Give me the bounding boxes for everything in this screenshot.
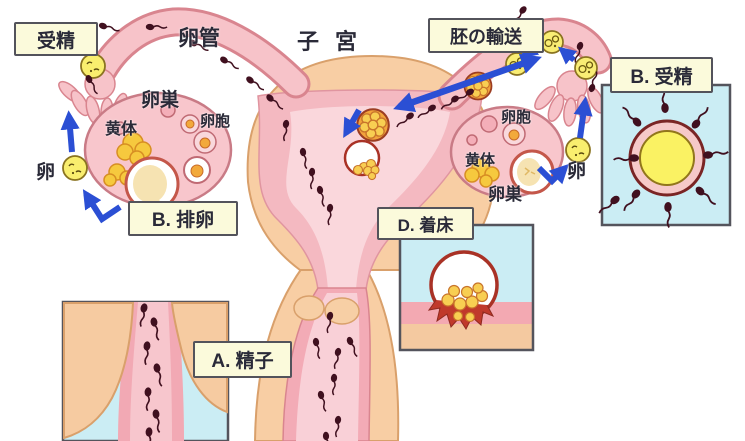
label-box-embryo-transport: 胚の輸送 [428, 18, 544, 53]
follicles-left [180, 114, 217, 184]
ovary-right [449, 105, 565, 199]
label-box-fertilization-b: B. 受精 [610, 57, 713, 93]
label-uterus: 子宮 [297, 29, 374, 54]
label-box-sperm-a: A. 精子 [193, 341, 292, 378]
fallopian-tube-left [58, 7, 311, 127]
label-corpus-luteum-right: 黄体 [465, 152, 496, 169]
egg-at-left-fimbriae [80, 53, 106, 79]
follicle-right-shape [502, 122, 526, 146]
morula-entering-uterus [356, 108, 390, 142]
label-follicle-right: 卵胞 [501, 109, 532, 126]
inset-fertilization [595, 83, 732, 229]
arrow-ovulation-left [82, 189, 122, 224]
label-ovary-left: 卵巣 [141, 90, 180, 111]
label-oviduct: 卵管 [178, 27, 220, 50]
arrow-embryo-transport [393, 53, 542, 113]
arrow-ovulation-right [536, 163, 570, 186]
mature-follicle-right [509, 149, 555, 195]
corpus-luteum-right [464, 158, 500, 188]
ovary-left [83, 91, 233, 212]
egg-released-left [62, 155, 88, 181]
label-egg-left: 卵 [36, 162, 56, 183]
arrow-egg-up-right [573, 96, 593, 139]
arrow-into-uterus [343, 108, 362, 139]
label-corpus-luteum-left: 黄体 [105, 121, 138, 138]
label-box-implantation-d: D. 着床 [377, 207, 474, 240]
label-ovary-right: 卵巣 [488, 185, 522, 204]
label-box-ovulation-b: B. 排卵 [128, 201, 238, 236]
label-egg-right: 卵 [567, 161, 587, 182]
blastocyst-large [427, 250, 499, 331]
blastocyst-implanting [343, 139, 381, 181]
inset-implantation [398, 223, 535, 352]
label-box-fertilization-top: 受精 [14, 22, 98, 56]
corpus-luteum-left [103, 132, 152, 187]
label-follicle-left: 卵胞 [200, 113, 231, 130]
arrow-tube-step2 [557, 46, 578, 65]
arrow-egg-up-left [60, 110, 80, 153]
